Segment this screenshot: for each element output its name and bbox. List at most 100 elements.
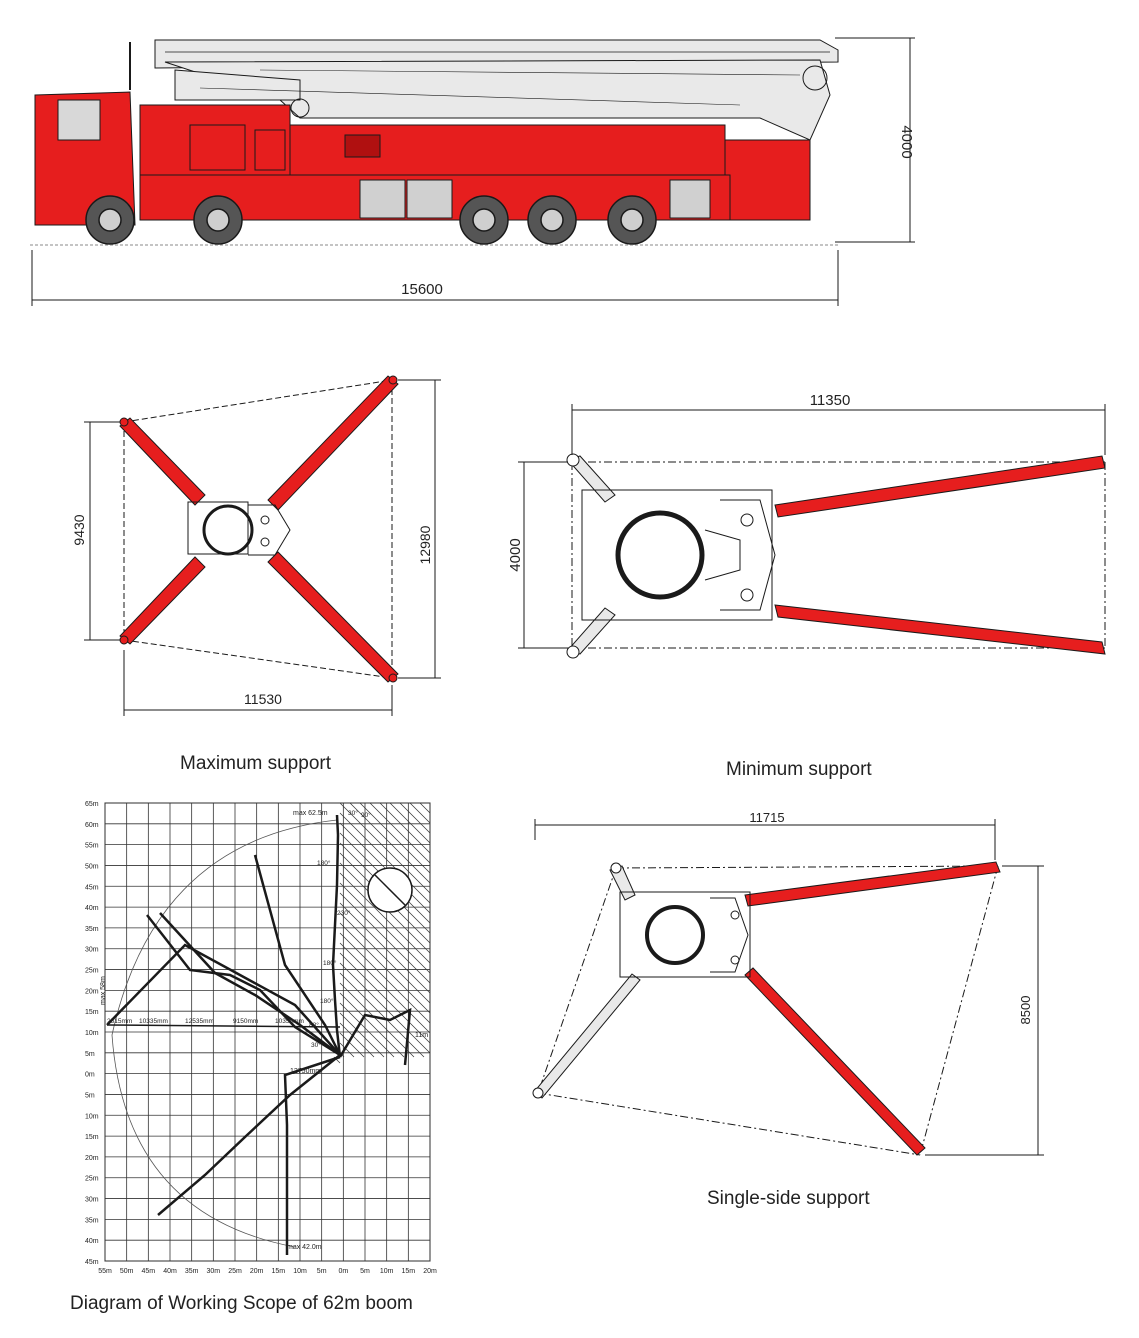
x-tick-label: 10m <box>293 1268 307 1275</box>
hatch-line <box>369 802 431 864</box>
max-support-drawing: 11530 9430 12980 <box>71 375 441 716</box>
reach-segment-label: 10350mm <box>275 1018 304 1025</box>
reach-segment-labels: 2515mm 10335mm 12535mm 9150mm 10350mm <box>107 1018 304 1025</box>
max-width-label: 11530 <box>244 691 282 707</box>
turntable <box>187 501 291 556</box>
y-tick-label: 65m <box>85 801 99 808</box>
hatch-line <box>339 972 425 1058</box>
boom-positions <box>106 814 412 1255</box>
angle-label: 30° <box>311 1041 321 1049</box>
hatch-line <box>399 802 431 834</box>
outrigger-legs <box>119 375 399 683</box>
hatch-line <box>339 1002 395 1058</box>
hatch-line <box>339 922 431 1014</box>
x-tick-label: 5m <box>317 1268 327 1275</box>
max-height-label: max 62.5m <box>293 810 328 817</box>
y-tick-label: 55m <box>85 843 99 850</box>
forbidden-icon <box>367 867 413 913</box>
x-tick-label: 10m <box>380 1268 394 1275</box>
length-dim-label: 15600 <box>401 281 443 298</box>
angle-label: 180° <box>317 859 331 867</box>
y-tick-label: 40m <box>85 1238 99 1245</box>
wheels <box>85 195 657 245</box>
angle-labels: 90°180°180°180°230°30°88°30° <box>309 809 371 1049</box>
single-side-dims <box>534 819 1044 1156</box>
hatch-line <box>339 1012 385 1058</box>
min-outrigger-legs <box>566 453 1106 659</box>
x-tick-label: 55m <box>98 1268 112 1275</box>
working-scope-chart: 65m 60m 55m 50m 45m 40m 35m 30m 25m 20m 15m 10m 5m 0m… <box>85 801 437 1275</box>
single-side-drawing: 11715 8500 <box>532 810 1044 1156</box>
x-tick-label: 25m <box>228 1268 242 1275</box>
hatch-line <box>339 882 431 974</box>
y-tick-label: 50m <box>85 863 99 870</box>
hatch-line <box>419 802 431 814</box>
min-unfold-label: 12750mm <box>290 1068 321 1075</box>
y-tick-label: 25m <box>85 1176 99 1183</box>
x-tick-label: 20m <box>423 1268 437 1275</box>
min-length-label: 11350 <box>810 392 851 409</box>
x-tick-label: 15m <box>272 1268 286 1275</box>
y-tick-label: 20m <box>85 1155 99 1162</box>
single-side-legs <box>532 861 1001 1156</box>
y-tick-label: 30m <box>85 1197 99 1204</box>
single-length-label: 11715 <box>749 810 784 825</box>
reach-envelope <box>111 819 338 1248</box>
height-dimension <box>835 37 915 243</box>
side-view-drawing: 15600 4000 <box>30 37 915 306</box>
single-height-label: 8500 <box>1018 996 1033 1025</box>
x-tick-label: 45m <box>142 1268 156 1275</box>
reach-segment-label: 10335mm <box>139 1018 168 1025</box>
truck-body <box>34 91 811 226</box>
reach-segment-label: 2515mm <box>107 1018 132 1025</box>
hatch-line <box>339 892 431 984</box>
y-tick-label: 60m <box>85 822 99 829</box>
angle-label: 180° <box>320 997 334 1005</box>
y-tick-label: 10m <box>85 1113 99 1120</box>
x-tick-label: 30m <box>207 1268 221 1275</box>
single-side-turntable <box>619 891 751 978</box>
x-tick-label: 0m <box>338 1268 348 1275</box>
folded-boom <box>154 39 839 141</box>
no-go-zone-hatch <box>333 802 431 1064</box>
y-tick-label: 35m <box>85 1217 99 1224</box>
clearance-label: 11m <box>415 1032 428 1039</box>
x-tick-label: 35m <box>185 1268 199 1275</box>
y-tick-label: 10m <box>85 1030 99 1037</box>
hatch-line <box>339 952 431 1044</box>
hatch-line <box>339 912 431 1004</box>
hatch-line <box>339 942 431 1034</box>
y-tick-label: 35m <box>85 926 99 933</box>
max-radius-label: max 58m <box>100 976 107 1005</box>
hatch-line <box>339 1032 365 1058</box>
single-side-caption: Single-side support <box>707 1188 870 1209</box>
hatch-line <box>339 812 431 904</box>
min-support-dims <box>518 404 1106 649</box>
x-tick-label: 15m <box>402 1268 416 1275</box>
hatch-line <box>349 802 431 884</box>
scope-grid <box>104 802 431 1262</box>
height-dim-label: 4000 <box>898 125 915 158</box>
max-rear-span-label: 12980 <box>417 525 433 564</box>
min-support-caption: Minimum support <box>726 759 872 780</box>
y-tick-label: 15m <box>85 1009 99 1016</box>
angle-label: 180° <box>323 959 337 967</box>
y-tick-label: 20m <box>85 988 99 995</box>
hatch-line <box>339 982 415 1058</box>
hatch-line <box>339 802 431 894</box>
hatch-line <box>339 872 431 964</box>
hatch-line <box>379 802 431 854</box>
angle-label: 30° <box>348 809 358 817</box>
x-tick-label: 5m <box>360 1268 370 1275</box>
hatch-line <box>359 802 431 874</box>
angle-label: 90° <box>361 811 371 819</box>
min-turntable <box>581 489 776 621</box>
reach-segment-label: 12535mm <box>185 1018 214 1025</box>
max-support-caption: Maximum support <box>180 753 331 774</box>
x-tick-label: 20m <box>250 1268 264 1275</box>
y-tick-label: 25m <box>85 968 99 975</box>
max-front-span-label: 9430 <box>71 514 87 545</box>
reach-segment-label: 9150mm <box>233 1018 258 1025</box>
hatch-line <box>339 962 431 1054</box>
